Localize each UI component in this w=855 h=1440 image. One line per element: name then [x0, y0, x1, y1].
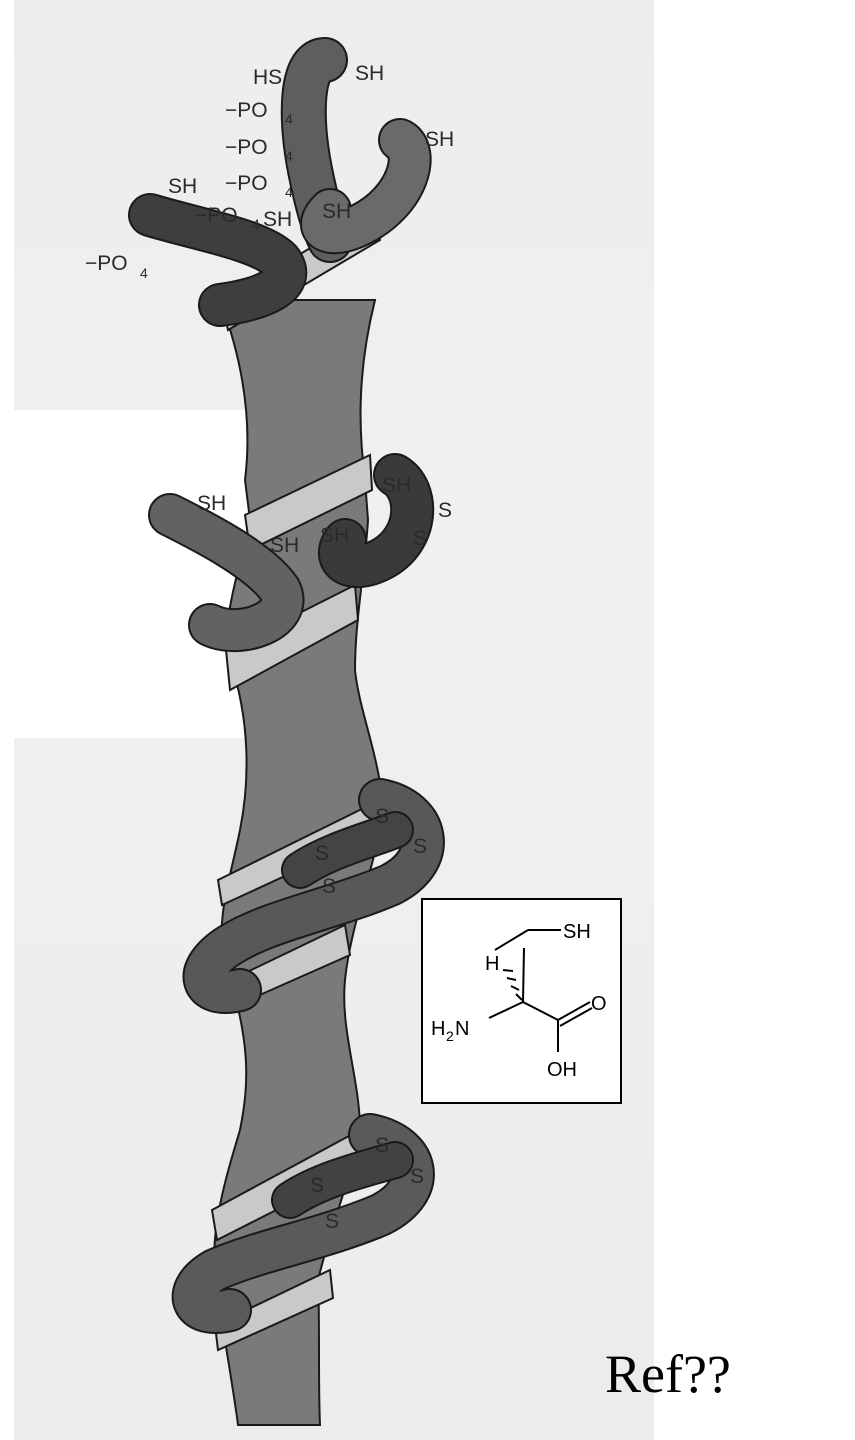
label-po4-d-sub: 4: [252, 216, 260, 232]
cysteine-structure: SH H H 2 N O OH: [423, 900, 620, 1102]
label-s-bottom-4: S: [325, 1210, 339, 1233]
label-sh-knot-b: SH: [320, 524, 349, 547]
bond-alpha-n: [489, 1002, 523, 1018]
label-s-bottom-3: S: [310, 1174, 324, 1197]
hashed-wedge-bond: [503, 970, 522, 1000]
atom-o: O: [591, 993, 607, 1015]
label-sh-top: SH: [355, 62, 384, 85]
atom-sh: SH: [563, 921, 591, 943]
label-po4-e-sub: 4: [140, 265, 148, 281]
label-po4-d: −PO: [195, 204, 238, 227]
label-sh-left: SH: [168, 175, 197, 198]
label-sh-inner-a: SH: [263, 208, 292, 231]
label-hs: HS: [253, 66, 282, 89]
label-po4-c-sub: 4: [285, 184, 293, 200]
label-po4-a-sub: 4: [285, 111, 293, 127]
atom-h2n-sub: 2: [446, 1028, 454, 1044]
label-s-bottom-1: S: [375, 1134, 389, 1157]
cysteine-structure-box: SH H H 2 N O OH: [421, 898, 622, 1104]
label-sh-arm: SH: [197, 492, 226, 515]
label-s-lower-1: S: [375, 805, 389, 828]
label-s-bottom-2: S: [410, 1165, 424, 1188]
label-sh-inner-b: SH: [322, 200, 351, 223]
label-po4-b: −PO: [225, 136, 268, 159]
label-po4-b-sub: 4: [285, 148, 293, 164]
label-s-lower-3: S: [315, 842, 329, 865]
bond-alpha-carboxyl: [523, 1002, 558, 1020]
reference-note: Ref??: [605, 1347, 731, 1401]
label-sh-right: SH: [425, 128, 454, 151]
label-po4-c: −PO: [225, 172, 268, 195]
atom-oh: OH: [547, 1059, 577, 1081]
atom-h: H: [485, 953, 499, 975]
atom-h2n-h: H: [431, 1018, 445, 1040]
label-po4-e: −PO: [85, 252, 128, 275]
label-sh-knot-a: SH: [270, 534, 299, 557]
label-s-lower-4: S: [322, 875, 336, 898]
bond-alpha-up: [523, 948, 524, 1002]
label-s-lower-2: S: [413, 835, 427, 858]
bond-alpha-beta: [495, 930, 528, 950]
atom-h2n-n: N: [455, 1018, 469, 1040]
label-po4-a: −PO: [225, 99, 268, 122]
label-s-b: S: [413, 527, 427, 550]
label-sh-right-coil: SH: [382, 474, 411, 497]
label-s-a: S: [438, 499, 452, 522]
